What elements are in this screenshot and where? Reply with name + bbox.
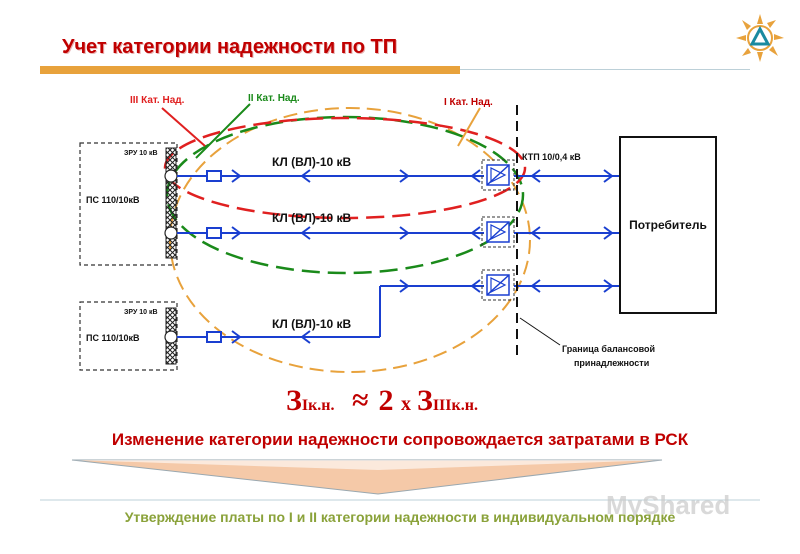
transformer-2 xyxy=(481,216,515,248)
substation-1-busbar xyxy=(165,147,177,259)
cable-line-2 xyxy=(177,226,484,240)
line-1-label: КЛ (ВЛ)-10 кВ xyxy=(272,155,352,169)
consumer-box xyxy=(619,136,717,314)
substation-1-ps: ПС 110/10кВ xyxy=(86,195,140,205)
company-logo-icon xyxy=(736,14,784,62)
cat2-pointer xyxy=(195,103,251,159)
substation-2-ps: ПС 110/10кВ xyxy=(86,333,140,343)
conclusion-text: Утверждение платы по I и II категории на… xyxy=(124,509,676,525)
transformer-1 xyxy=(481,159,515,191)
watermark-logo: MyShared xyxy=(606,490,731,520)
boundary-label-1: Граница балансовой xyxy=(562,344,655,354)
category-1-ellipse xyxy=(169,107,531,373)
substation-2-box xyxy=(79,301,178,371)
formula-rhs-sub: IIIк.н. xyxy=(432,397,478,414)
cost-statement: Изменение категории надежности сопровожд… xyxy=(111,430,689,449)
category-3-ellipse xyxy=(163,116,527,220)
formula-lhs: З xyxy=(286,384,302,417)
boundary-label-2: принадлежности xyxy=(574,358,649,368)
legend-cat3: III Кат. Над. xyxy=(130,95,185,106)
cable-line-3 xyxy=(177,279,484,344)
boundary-pointer xyxy=(519,317,561,346)
formula-times: х xyxy=(400,393,411,415)
cable-line-1 xyxy=(177,169,484,183)
page-title: Учет категории надежности по ТП xyxy=(62,36,398,58)
legend-cat2: II Кат. Над. xyxy=(248,93,300,104)
substation-1-zru: ЗРУ 10 кВ xyxy=(124,150,158,157)
substation-1-box xyxy=(79,142,178,266)
line-2-label: КЛ (ВЛ)-10 кВ xyxy=(272,211,352,225)
line-3-label: КЛ (ВЛ)-10 кВ xyxy=(272,317,352,331)
consumer-feeders xyxy=(514,169,620,293)
cat1-pointer xyxy=(457,107,481,147)
ktp-label: КТП 10/0,4 кВ xyxy=(522,152,581,162)
title-underline-bar xyxy=(40,66,460,74)
substation-2-zru: ЗРУ 10 кВ xyxy=(124,309,158,316)
formula-approx: ≈ xyxy=(352,384,369,417)
formula-lhs-sub: Iк.н. xyxy=(301,397,335,414)
transformer-3 xyxy=(481,269,515,301)
breaker-2 xyxy=(164,226,178,240)
breaker-1 xyxy=(164,169,178,183)
cat3-pointer xyxy=(161,107,206,147)
consumer-label: Потребитель xyxy=(629,218,707,232)
formula-factor: 2 xyxy=(378,384,394,417)
title-underline-line xyxy=(460,69,750,70)
breaker-3 xyxy=(164,330,178,344)
formula-rhs: З xyxy=(416,384,433,417)
legend-cat1: I Кат. Над. xyxy=(444,97,493,108)
